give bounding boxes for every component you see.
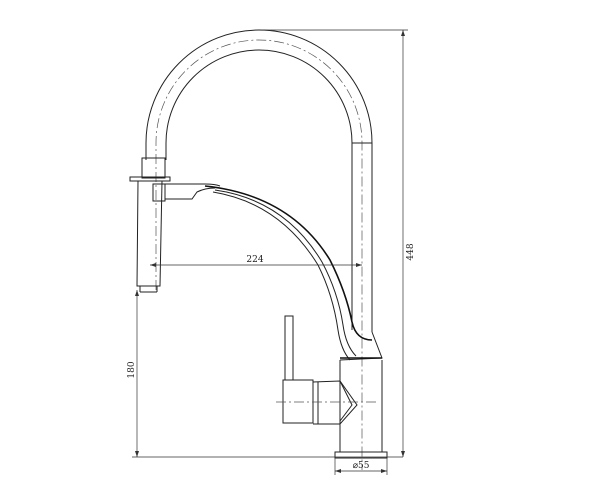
dimension-base-diameter: ⌀55 (334, 458, 388, 475)
pull-out-spray-head (129, 157, 171, 293)
diameter-55-label: ⌀55 (353, 461, 370, 471)
gooseneck-spout (145, 29, 373, 470)
reach-224-label: 224 (246, 255, 263, 265)
dimension-reach: 224 (150, 255, 362, 267)
spout-arm (165, 183, 383, 361)
faucet-body (334, 357, 388, 459)
mixer-handle (276, 315, 378, 425)
outlet-180-label: 180 (127, 361, 137, 378)
dimension-outlet-height: 180 (127, 290, 403, 458)
dimension-total-height: 448 (263, 29, 416, 457)
height-448-label: 448 (406, 243, 416, 260)
